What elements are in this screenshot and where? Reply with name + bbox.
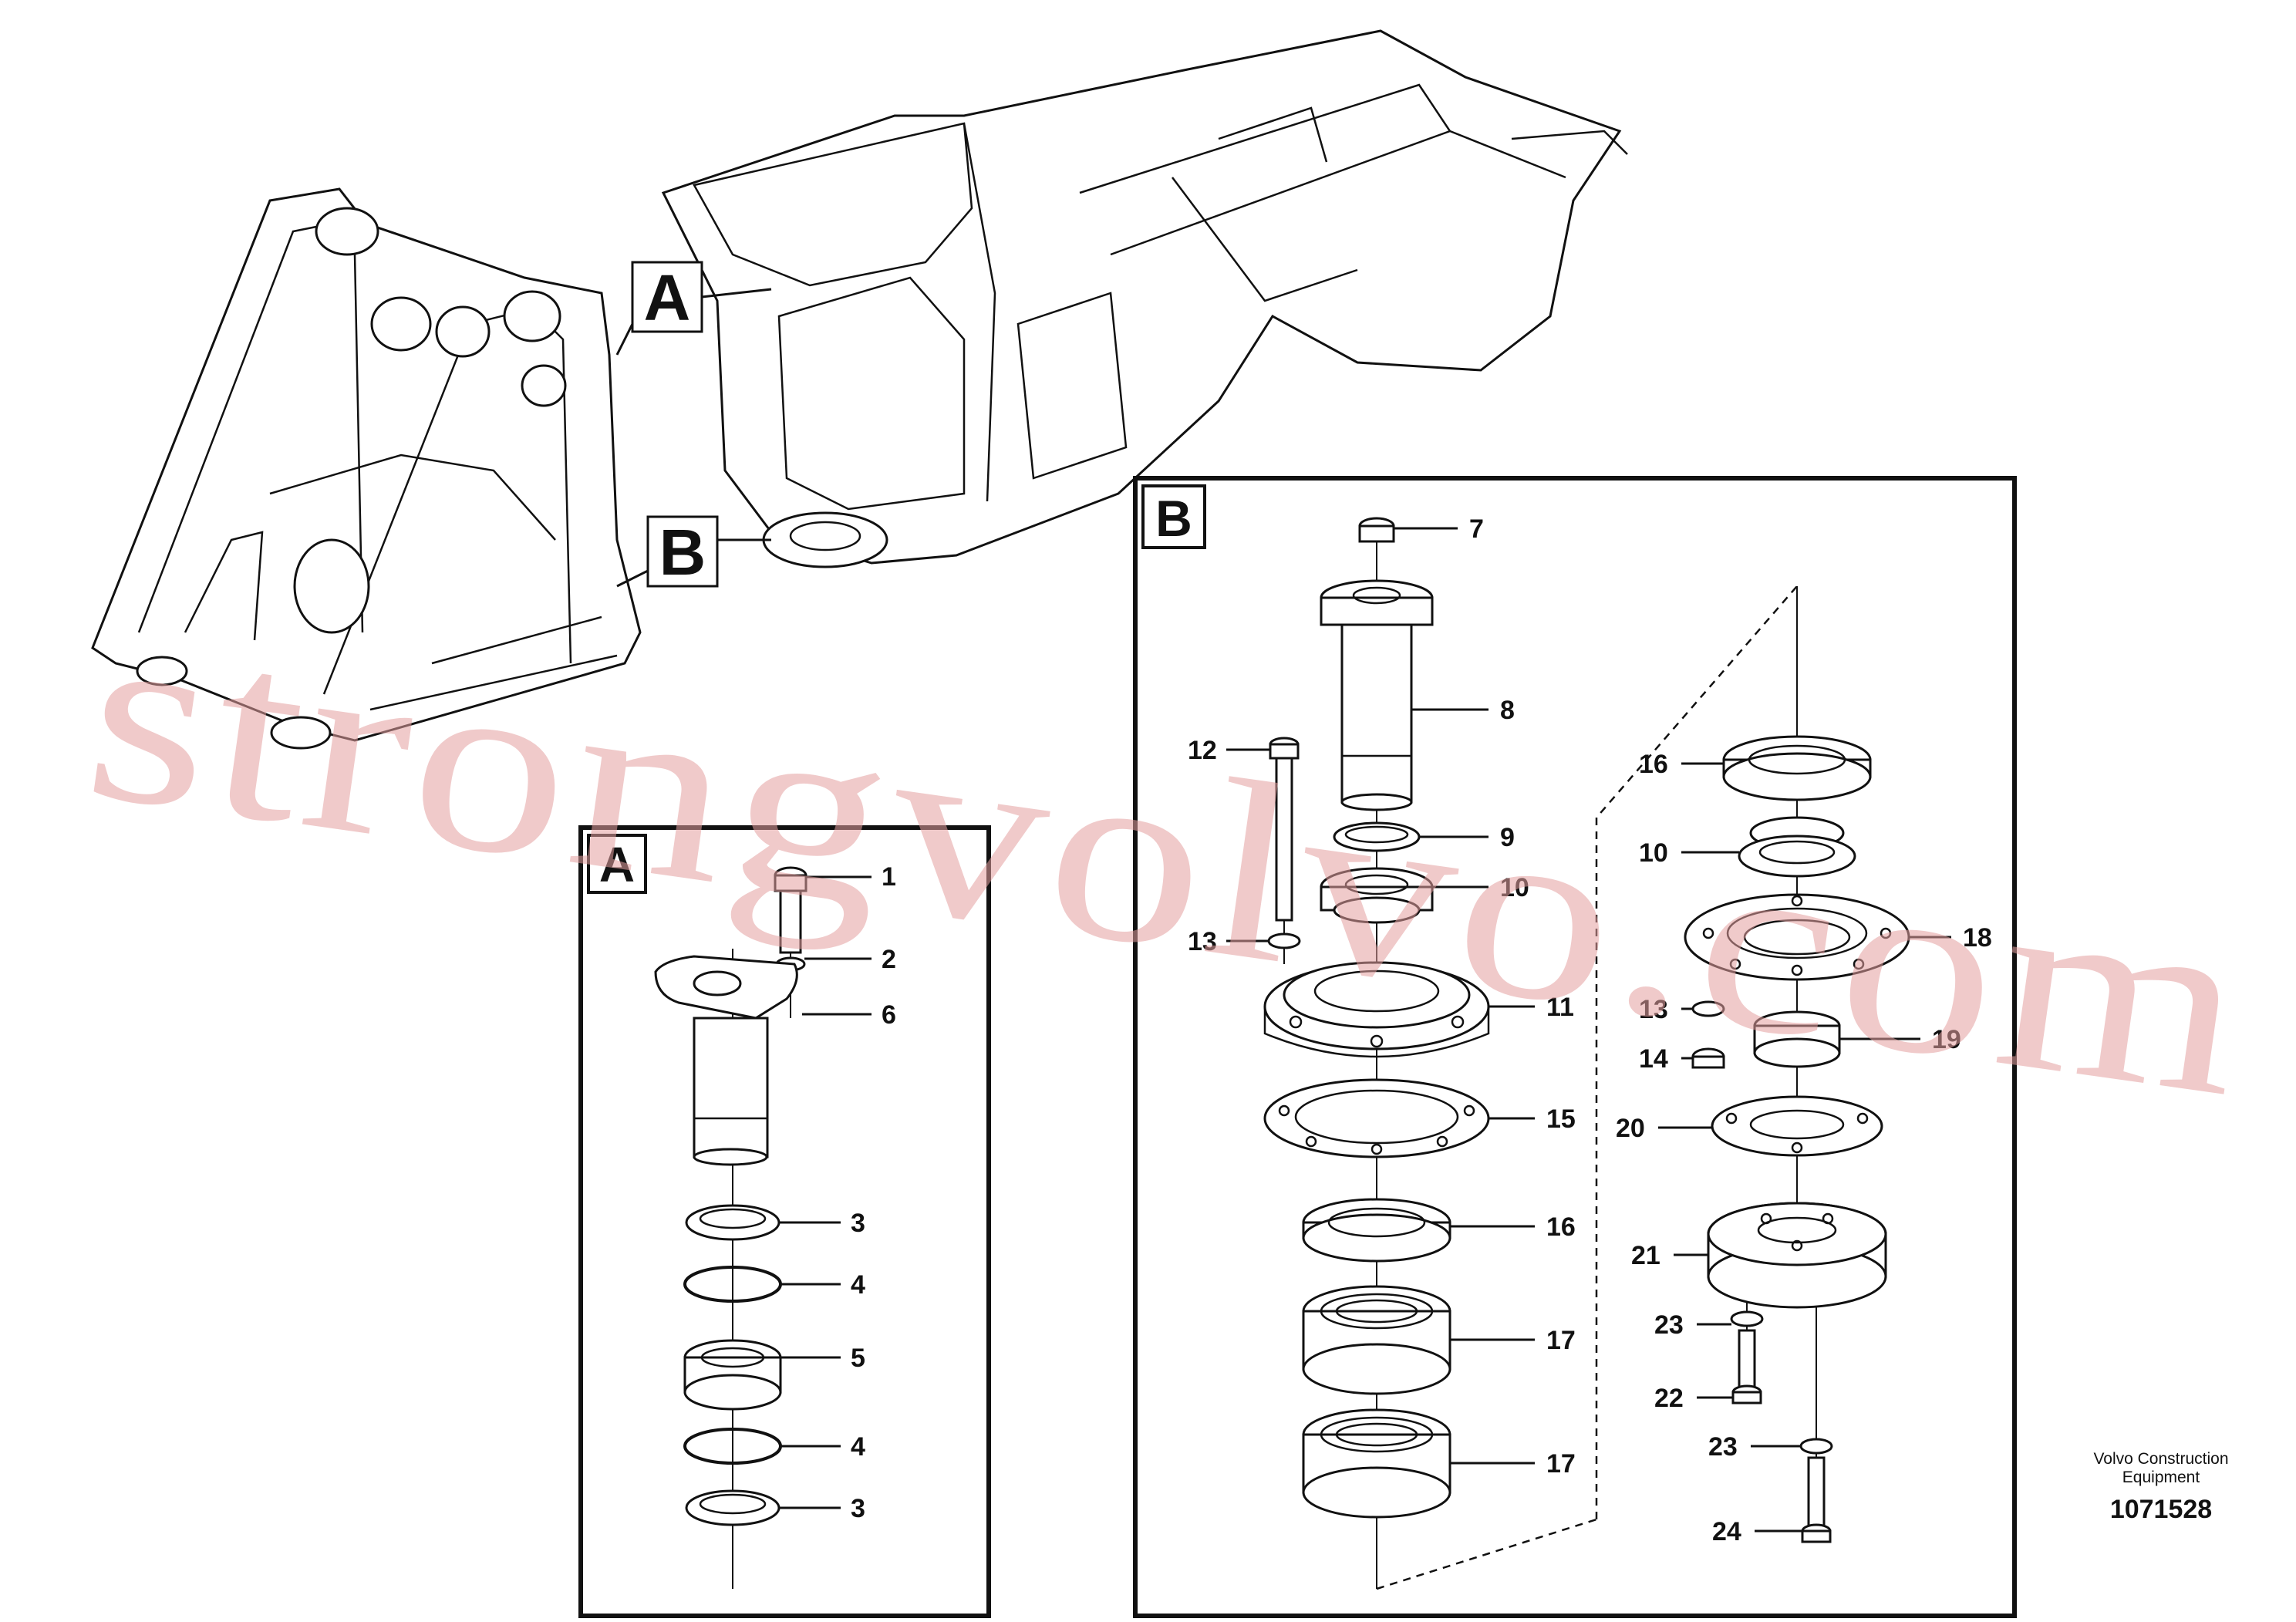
part-label-12: 12 bbox=[1188, 736, 1217, 765]
callout-b: B bbox=[616, 515, 771, 588]
panel-a-title: A bbox=[599, 837, 635, 892]
part-label-4: 4 bbox=[851, 1270, 865, 1300]
part-label-16: 16 bbox=[1546, 1212, 1576, 1242]
part-label-16b: 16 bbox=[1639, 750, 1668, 779]
part-label-3b: 3 bbox=[851, 1494, 865, 1523]
bolt-part-1 bbox=[774, 866, 807, 954]
part-label-19: 19 bbox=[1932, 1025, 1961, 1054]
part-label-23b: 23 bbox=[1708, 1432, 1738, 1462]
drawing-caption: Volvo Construction Equipment 1071528 bbox=[2093, 1450, 2228, 1524]
seal-ring-part-3b bbox=[685, 1489, 781, 1526]
housing-part-11 bbox=[1263, 961, 1490, 1058]
part-label-5: 5 bbox=[851, 1344, 865, 1373]
front-frame-drawing bbox=[91, 29, 1628, 750]
washer-part-23b bbox=[1799, 1438, 1833, 1455]
part-label-1: 1 bbox=[882, 862, 896, 892]
part-label-7: 7 bbox=[1469, 514, 1484, 544]
part-label-14: 14 bbox=[1639, 1044, 1668, 1074]
part-label-15: 15 bbox=[1546, 1104, 1576, 1134]
part-label-21: 21 bbox=[1631, 1241, 1660, 1270]
bolt-part-24 bbox=[1801, 1456, 1832, 1543]
watermark-text: strongvolvo.com bbox=[72, 569, 2265, 1151]
bearing-part-17a bbox=[1302, 1285, 1451, 1395]
callout-a-label: A bbox=[644, 261, 691, 334]
callout-a: A bbox=[615, 261, 772, 356]
ring-part-16b bbox=[1722, 735, 1872, 801]
cap-part-21 bbox=[1707, 1202, 1887, 1309]
part-label-17a: 17 bbox=[1546, 1326, 1576, 1355]
part-label-22: 22 bbox=[1654, 1384, 1684, 1413]
caption-line-1: Volvo Construction bbox=[2093, 1450, 2228, 1468]
part-label-10: 10 bbox=[1500, 873, 1529, 902]
part-label-23a: 23 bbox=[1654, 1310, 1684, 1340]
part-label-18: 18 bbox=[1963, 923, 1992, 953]
pin-part-6 bbox=[654, 955, 798, 1166]
detail-panel-b: B bbox=[1133, 476, 2017, 1618]
callout-b-label: B bbox=[659, 516, 706, 588]
detail-panel-a: A bbox=[578, 825, 991, 1618]
part-label-6: 6 bbox=[882, 1000, 896, 1030]
part-label-11: 11 bbox=[1546, 993, 1574, 1022]
part-label-4b: 4 bbox=[851, 1432, 865, 1462]
seal-ring-part-3 bbox=[685, 1204, 781, 1241]
ring-part-16 bbox=[1302, 1198, 1451, 1263]
panel-b-title: B bbox=[1155, 490, 1192, 547]
part-label-13b: 13 bbox=[1639, 995, 1668, 1024]
part-label-13: 13 bbox=[1188, 927, 1217, 956]
pin-part-8 bbox=[1320, 579, 1434, 811]
bushing-part-10 bbox=[1320, 867, 1434, 924]
part-label-10b: 10 bbox=[1639, 838, 1668, 868]
bearing-part-17b bbox=[1302, 1408, 1451, 1519]
shim-part-20 bbox=[1711, 1095, 1883, 1157]
washer-part-23a bbox=[1730, 1310, 1764, 1327]
bearing-part-5 bbox=[683, 1339, 782, 1411]
bushing-part-19 bbox=[1753, 1010, 1841, 1068]
part-label-9: 9 bbox=[1500, 823, 1515, 852]
bolt-part-12 bbox=[1269, 737, 1300, 922]
part-label-2: 2 bbox=[882, 945, 896, 974]
flange-part-15 bbox=[1263, 1078, 1490, 1158]
caption-line-2: Equipment bbox=[2122, 1469, 2200, 1486]
nut-part-14 bbox=[1691, 1047, 1725, 1069]
document-number: 1071528 bbox=[2110, 1495, 2212, 1524]
part-label-24: 24 bbox=[1712, 1517, 1741, 1546]
bolt-part-22 bbox=[1731, 1329, 1762, 1404]
bushing-part-10b bbox=[1738, 816, 1856, 878]
part-label-3: 3 bbox=[851, 1209, 865, 1238]
plug-part-7 bbox=[1358, 517, 1395, 543]
part-label-17b: 17 bbox=[1546, 1449, 1576, 1479]
part-label-8: 8 bbox=[1500, 696, 1515, 725]
part-label-20: 20 bbox=[1616, 1114, 1645, 1143]
